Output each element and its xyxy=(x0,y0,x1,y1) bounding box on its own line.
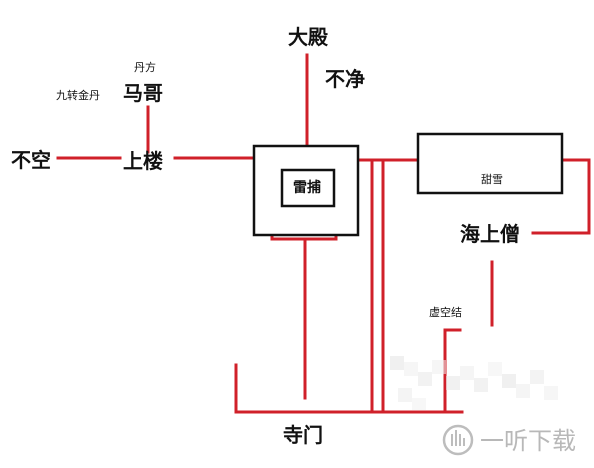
leibu-inner-hall xyxy=(280,168,336,208)
label-shanglou: 上楼 xyxy=(123,149,163,173)
path-xukongjie-to-haishangseng xyxy=(443,328,462,414)
ear-logo-icon xyxy=(442,424,474,456)
map-paths xyxy=(56,53,591,414)
label-jiuzhuan-jindan: 九转金丹 xyxy=(56,88,100,102)
label-xukongjie: 虚空结 xyxy=(429,305,462,319)
label-tianxue: 甜雪 xyxy=(481,173,503,186)
tianxue-building xyxy=(416,132,564,195)
watermark-brand: 一听下载 xyxy=(480,427,576,455)
path-tianxue-to-east xyxy=(531,158,591,235)
label-leibu: 雷捕 xyxy=(293,179,321,196)
label-simen: 寺门 xyxy=(283,423,323,447)
label-danfang: 丹方 xyxy=(134,60,156,74)
label-dadian: 大殿 xyxy=(288,25,329,49)
label-bujing: 不净 xyxy=(325,67,365,91)
label-haishangseng: 海上僧 xyxy=(460,222,520,246)
blurred-patch xyxy=(390,356,558,410)
watermark: 一听下载 xyxy=(442,424,576,456)
label-bukong: 不空 xyxy=(11,148,51,172)
label-mage: 马哥 xyxy=(123,81,163,105)
